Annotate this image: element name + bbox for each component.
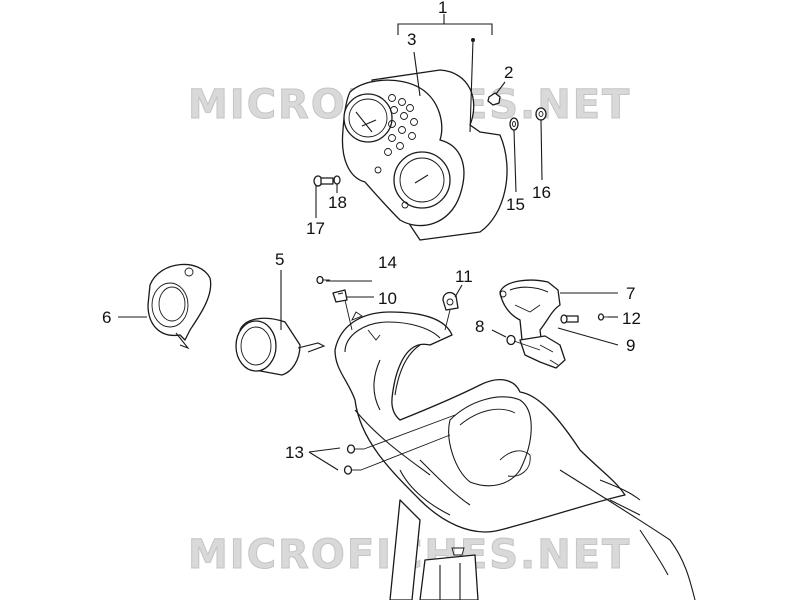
callout-16: 16 xyxy=(532,183,551,202)
callout-3: 3 xyxy=(407,30,416,49)
callout-6: 6 xyxy=(102,308,111,327)
screw-12 xyxy=(560,314,579,324)
instrument-cluster xyxy=(341,69,508,241)
callout-bracket-1 xyxy=(397,14,493,133)
screws-13 xyxy=(343,444,364,475)
callout-11: 11 xyxy=(455,267,473,286)
screw-17 xyxy=(313,175,334,187)
nut-16 xyxy=(535,107,547,121)
callout-18: 18 xyxy=(328,193,347,212)
callout-10: 10 xyxy=(378,289,397,308)
callout-13: 13 xyxy=(285,443,304,462)
bracket-9 xyxy=(519,335,566,369)
handlebar-cover xyxy=(334,311,696,600)
gauge-5 xyxy=(235,317,326,376)
clip-11 xyxy=(442,291,459,311)
insert-10 xyxy=(332,289,348,303)
indicator-lights xyxy=(384,94,418,156)
washer-18 xyxy=(333,175,341,185)
screw-14 xyxy=(316,275,330,285)
callout-12: 12 xyxy=(622,309,641,328)
callout-5: 5 xyxy=(275,250,284,269)
callout-2: 2 xyxy=(504,63,513,82)
callout-7: 7 xyxy=(626,284,635,303)
callout-14: 14 xyxy=(378,253,397,272)
callout-9: 9 xyxy=(626,336,635,355)
nut-2 xyxy=(487,92,501,106)
callout-17: 17 xyxy=(306,219,325,238)
washer-15 xyxy=(509,117,519,131)
nut-8 xyxy=(506,334,516,346)
callout-8: 8 xyxy=(475,317,484,336)
gauge-bezel-6 xyxy=(147,263,212,350)
bracket-7 xyxy=(499,279,561,349)
callout-15: 15 xyxy=(506,195,525,214)
callout-1: 1 xyxy=(438,0,447,17)
